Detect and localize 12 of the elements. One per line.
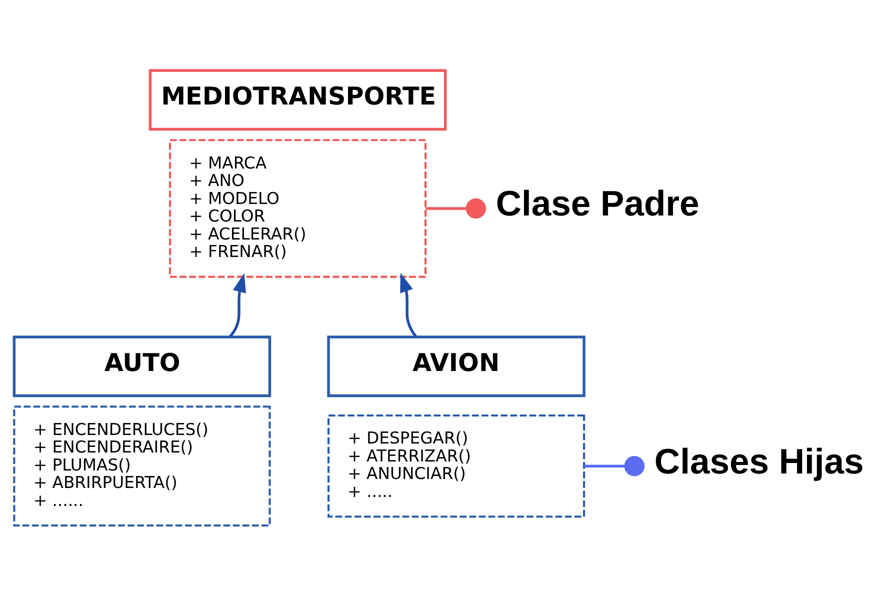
node-box: + DESPEGAR() + ATERRIZAR() + ANUNCIAR() + ..... [327, 414, 586, 518]
arrow [400, 272, 418, 338]
node-box: + ENCENDERLUCES() + ENCENDERAIRE() + PLUMAS() + ABRIRPUERTA() + ...... [13, 406, 271, 527]
node-box: MEDIOTRANSPORTE [148, 69, 447, 131]
connector [584, 456, 645, 476]
node-box: AUTO [12, 336, 272, 398]
node-box: + MARCA + ANO + MODELO + COLOR + ACELERAR() + FRENAR() [168, 139, 427, 278]
arrow [228, 273, 246, 338]
node-text: Clase Padre [496, 184, 700, 224]
node-text: Clases Hijas [654, 441, 864, 482]
connector [426, 198, 486, 219]
node-box: AVION [327, 336, 586, 398]
